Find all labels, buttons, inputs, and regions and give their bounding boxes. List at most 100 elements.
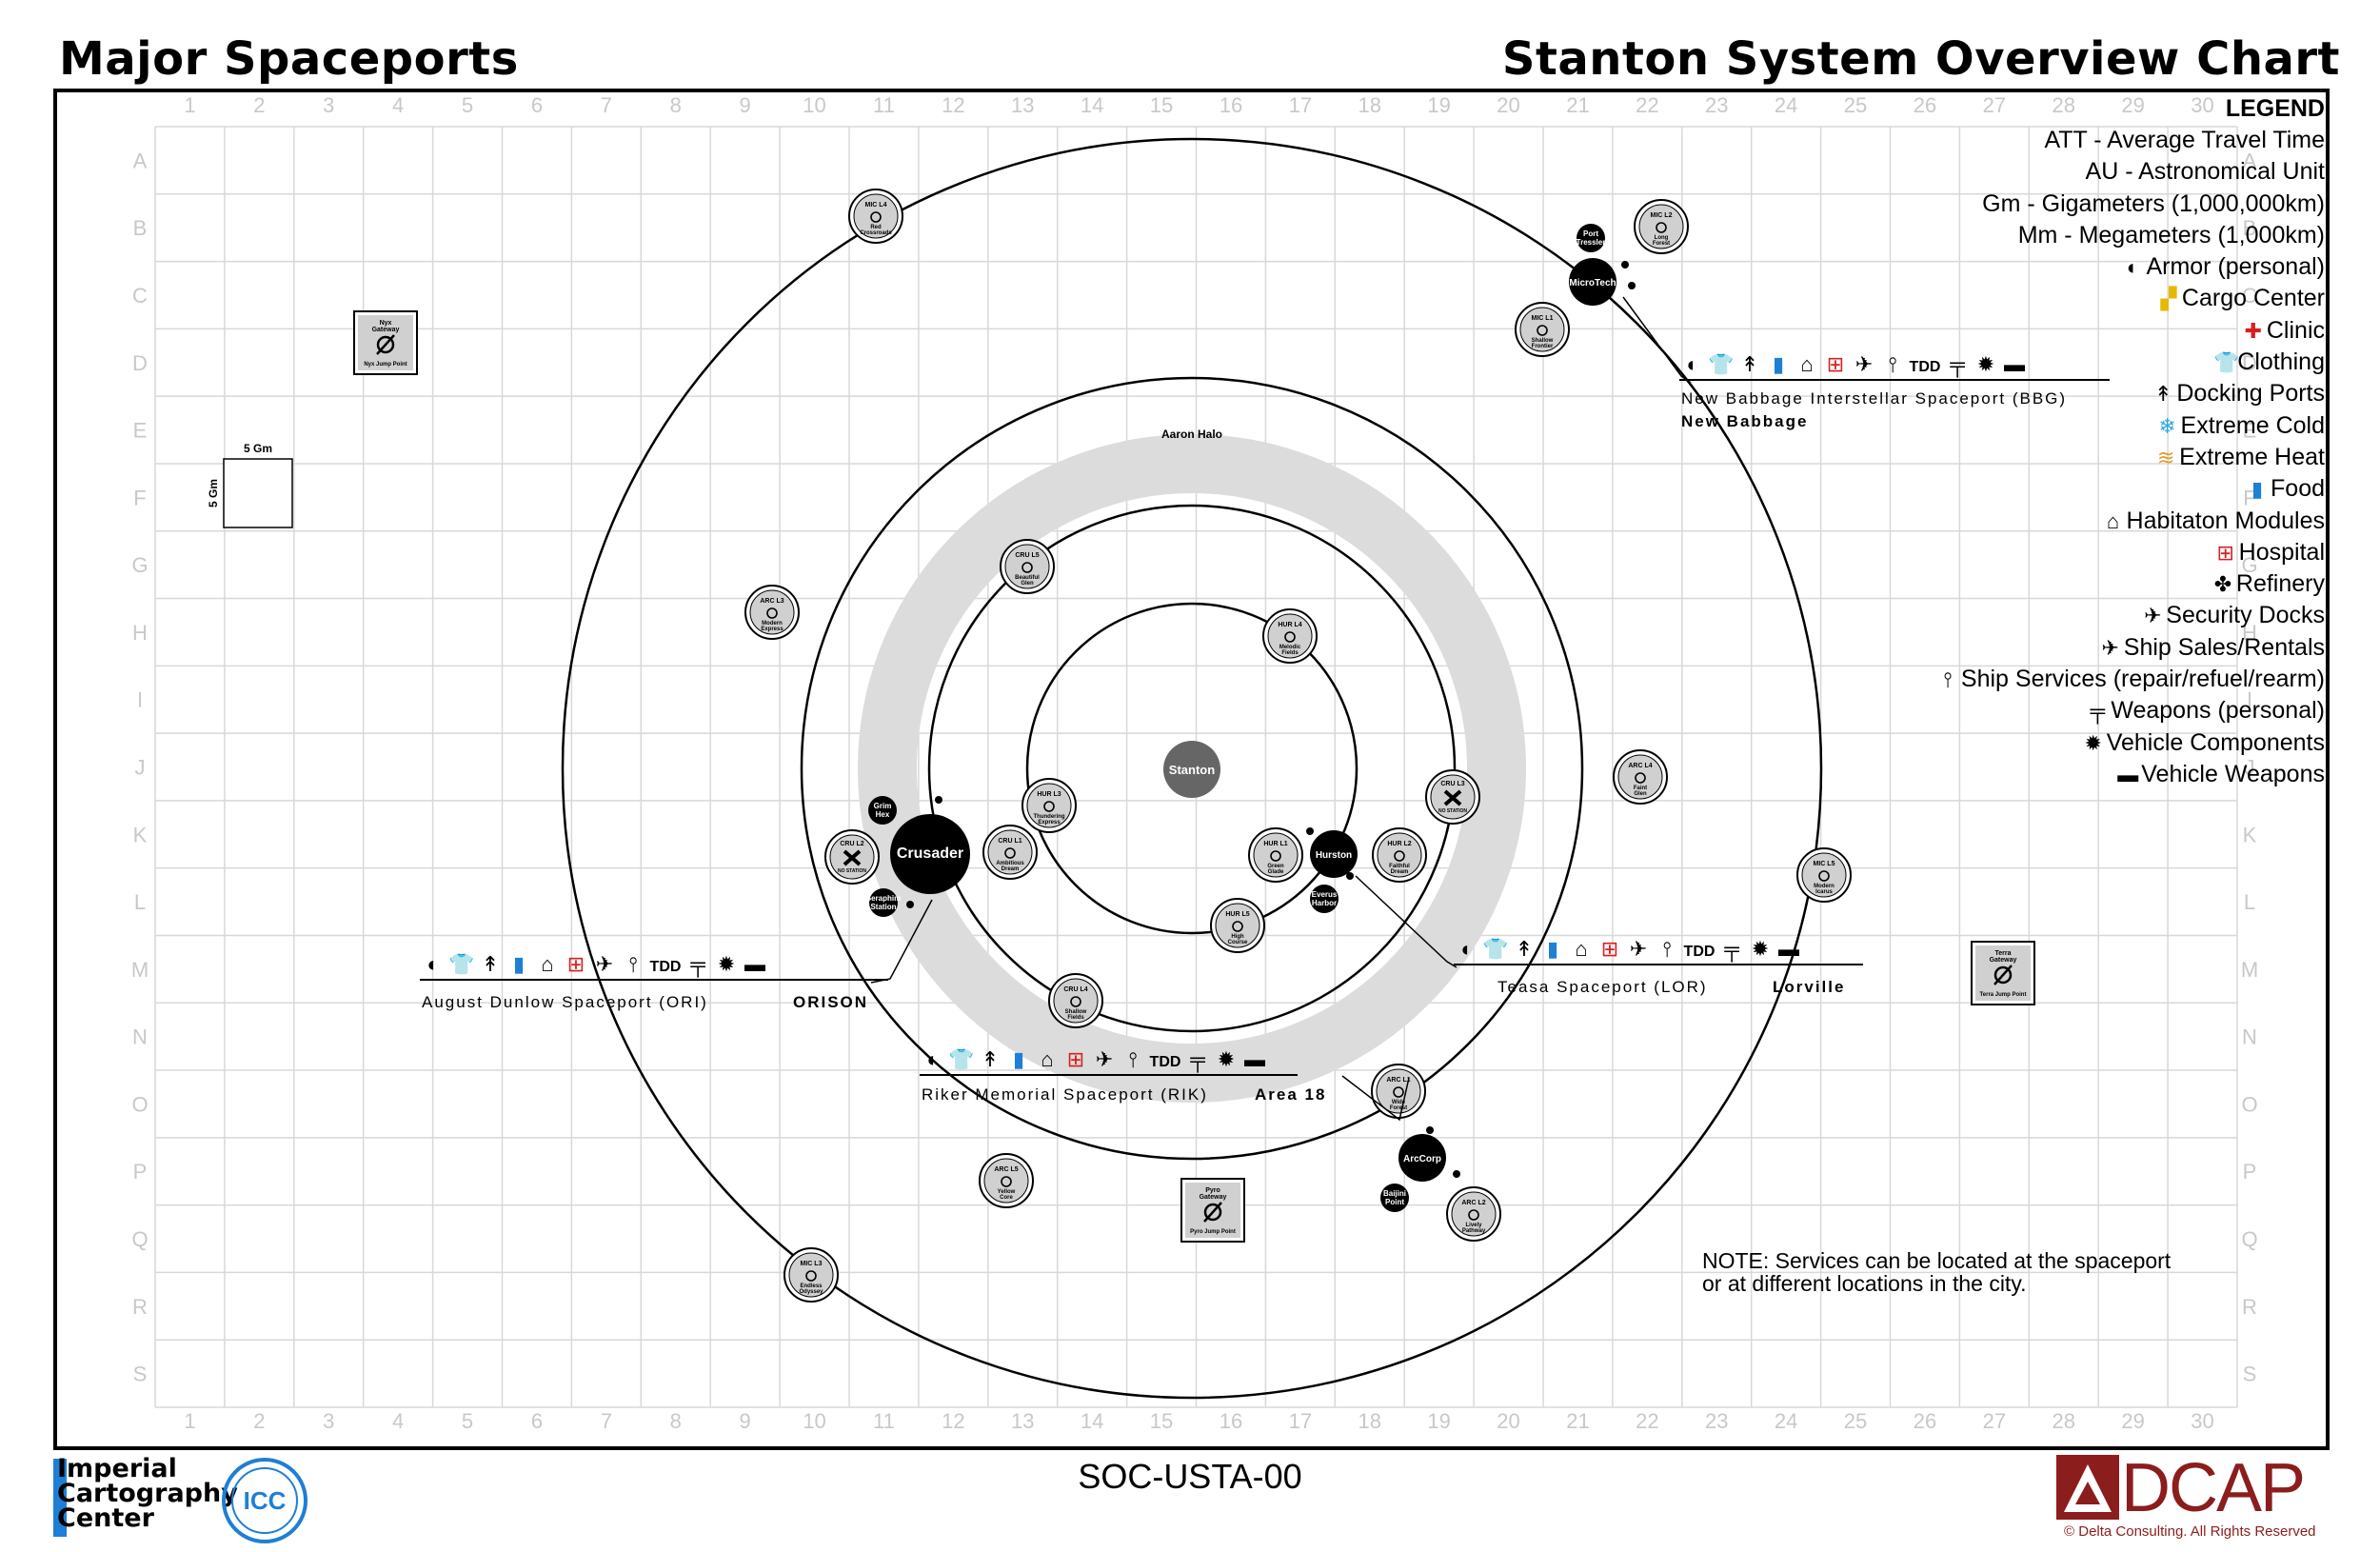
legend-items: ◐Armor (personal)▞Cargo Center✚Clinic👕Cl… — [1937, 251, 2325, 790]
lagrange-name: Thundering — [1034, 814, 1065, 820]
grid-row-label-left: R — [132, 1295, 148, 1319]
spaceport-city: New Babbage — [1681, 412, 1808, 430]
legend-item-refinery: ✤Refinery — [1937, 568, 2325, 600]
grid-col-label-top: 18 — [1359, 93, 1381, 117]
grid-row-label-right: G — [2241, 553, 2257, 577]
lagrange-code: MIC L2 — [1651, 212, 1673, 219]
lagrange-inner — [1519, 307, 1565, 352]
grid-col-label-top: 15 — [1150, 93, 1173, 117]
legend-abbr-0: ATT - Average Travel Time — [2044, 127, 2325, 153]
grid-row-label-right: A — [2243, 149, 2257, 172]
grid-col-label-top: 14 — [1081, 93, 1103, 117]
jump-icon — [1537, 325, 1548, 336]
grid-row-label-left: M — [131, 958, 149, 982]
legend-label: Docking Ports — [2176, 380, 2325, 408]
jump-icon — [1021, 562, 1033, 573]
spaceport-new-babbage[interactable]: ◐👕↟▮⌂⊞✈⫯TDD╤✹▬New Babbage Interstellar S… — [1622, 296, 2110, 430]
planet-microtech[interactable]: MicroTech — [1569, 258, 1616, 306]
aaron-halo-ring — [858, 434, 1526, 1103]
planet-crusader[interactable]: Crusader — [890, 814, 970, 894]
lagrange-inner — [1376, 1068, 1421, 1114]
ship-services-icon: ⫯ — [1943, 667, 1953, 692]
lagrange-code: CRU L4 — [1063, 986, 1087, 993]
spaceport-city: ORISON — [793, 993, 868, 1011]
grid-col-label-bottom: 18 — [1359, 1409, 1381, 1433]
tdd-icon: TDD — [1910, 359, 1941, 375]
spaceport-name: August Dunlow Spaceport (ORI) — [422, 993, 708, 1011]
ship-services-icon: ⫯ — [1128, 1047, 1138, 1071]
clothing-icon: 👕 — [2213, 350, 2240, 375]
lagrange-name: Lively — [1465, 1223, 1482, 1228]
grid-col-label-bottom: 2 — [253, 1409, 265, 1433]
spaceport-lorville[interactable]: ◐👕↟▮⌂⊞✈⫯TDD╤✹▬Teasa Spaceport (LOR)Lorvi… — [1355, 875, 1863, 996]
spaceport-link — [1355, 875, 1458, 968]
spaceport-name: New Babbage Interstellar Spaceport (BBG) — [1681, 389, 2067, 408]
lagrange-name: Yellow — [998, 1189, 1016, 1195]
legend-label: Food — [2271, 475, 2325, 503]
tdd-icon: TDD — [1684, 944, 1716, 960]
hospital-icon: ⊞ — [2216, 540, 2234, 565]
spaceport-city: Lorville — [1773, 978, 1845, 996]
legend-label: Weapons (personal) — [2111, 697, 2325, 725]
spaceport-area-18[interactable]: ◐👕↟▮⌂⊞✈⫯TDD╤✹▬Riker Memorial Spaceport (… — [920, 1047, 1410, 1122]
icc-seal-icon: ICC — [222, 1458, 307, 1543]
planet-hurston[interactable]: Hurston — [1310, 830, 1358, 878]
jump-point-slash — [1203, 1202, 1222, 1223]
gateway-name: Pyro — [1205, 1187, 1220, 1194]
grid-col-label-bottom: 29 — [2121, 1409, 2144, 1433]
grid-row-label-left: A — [133, 149, 148, 172]
planet-arccorp[interactable]: ArcCorp — [1398, 1134, 1446, 1182]
spaceport-orison[interactable]: ◐👕↟▮⌂⊞✈⫯TDD╤✹▬August Dunlow Spaceport (O… — [420, 899, 933, 1011]
jump-icon — [1635, 772, 1646, 784]
grid-col-label-top: 23 — [1705, 93, 1728, 117]
legend-item-armor-personal: ◐Armor (personal) — [1937, 251, 2325, 283]
gateway-name: Gateway — [1200, 1194, 1227, 1201]
grid-row-label-right: I — [2247, 688, 2252, 712]
legend-label: Hospital — [2238, 538, 2325, 566]
grid-col-label-bottom: 4 — [392, 1409, 404, 1433]
grid-col-label-bottom: 5 — [462, 1409, 473, 1433]
station-label: Seraphim — [866, 894, 901, 903]
vehicle-components-icon: ✹ — [1218, 1047, 1235, 1071]
legend-item-docking-ports: ↟Docking Ports — [1937, 378, 2325, 409]
spaceport-city: Area 18 — [1255, 1085, 1326, 1104]
grid-col-label-top: 12 — [942, 93, 964, 117]
vehicle-components-icon: ✹ — [1752, 937, 1769, 961]
habitation-icon: ⌂ — [1800, 352, 1813, 376]
habitation-icon: ⌂ — [2106, 508, 2120, 533]
planet-icon — [1569, 258, 1616, 306]
star-stanton[interactable]: Stanton — [1163, 741, 1220, 798]
lagrange-name: Ambitious — [996, 861, 1024, 866]
habitation-icon: ⌂ — [541, 952, 553, 976]
grid-row-label-right: F — [2243, 486, 2255, 509]
